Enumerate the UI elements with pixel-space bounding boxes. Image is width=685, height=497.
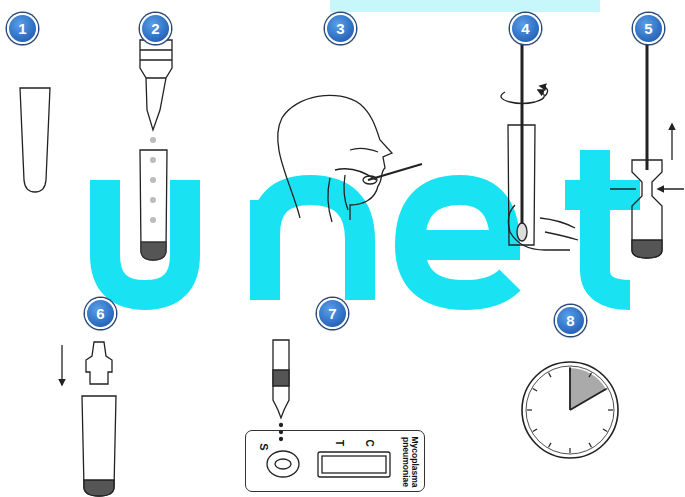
step-number: 3 bbox=[336, 21, 344, 36]
clock-tick bbox=[608, 409, 613, 410]
clock-tick bbox=[603, 429, 607, 432]
callout-number: 6 bbox=[85, 298, 116, 329]
cassette-label: C bbox=[364, 436, 375, 450]
clock-tick bbox=[569, 367, 570, 372]
cassette-label: Mycoplasma pneumoniae bbox=[401, 434, 420, 490]
clock-tick bbox=[533, 429, 537, 432]
clock-tick bbox=[527, 409, 532, 410]
step-number: 5 bbox=[644, 21, 652, 36]
step-number: 7 bbox=[328, 306, 336, 321]
callout-number: 3 bbox=[325, 13, 356, 44]
clock-tick bbox=[549, 443, 552, 447]
clock-tick bbox=[603, 389, 607, 392]
callout-number: 8 bbox=[555, 305, 586, 336]
cassette-label: S bbox=[258, 440, 270, 454]
callout-number: 4 bbox=[510, 13, 541, 44]
clock-tick bbox=[569, 448, 570, 453]
drawings bbox=[20, 30, 684, 496]
cassette-label: T bbox=[334, 436, 345, 450]
step-number: 2 bbox=[151, 21, 159, 36]
callout-number: 5 bbox=[633, 13, 664, 44]
callout-number: 7 bbox=[317, 298, 348, 329]
step-number: 4 bbox=[521, 21, 529, 36]
step-number: 8 bbox=[566, 313, 574, 328]
clock-tick bbox=[589, 443, 592, 447]
watermark bbox=[105, 0, 640, 300]
clock-tick bbox=[533, 389, 537, 392]
callout-number: 1 bbox=[7, 13, 38, 44]
test-cassette: S T C Mycoplasma pneumoniae bbox=[245, 430, 425, 492]
callout-number: 2 bbox=[140, 13, 171, 44]
clock-tick bbox=[549, 373, 552, 377]
clock-tick bbox=[589, 373, 592, 377]
step-number: 6 bbox=[96, 306, 104, 321]
clock-ticks bbox=[527, 367, 613, 453]
step-number: 1 bbox=[18, 21, 26, 36]
